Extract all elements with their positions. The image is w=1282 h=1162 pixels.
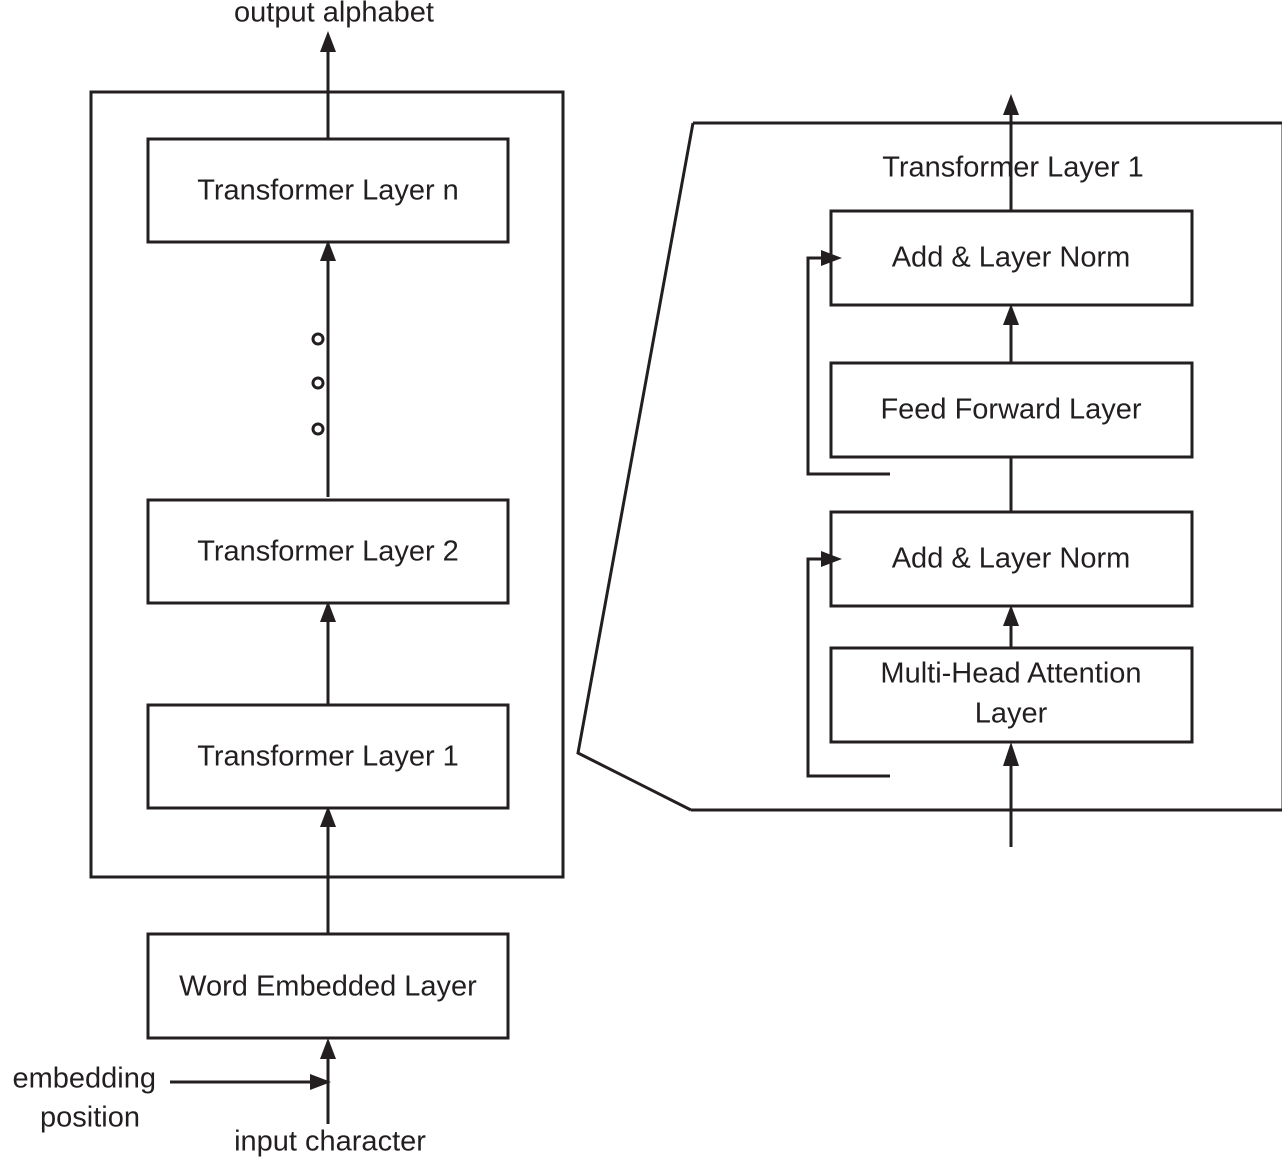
box-feed-forward-layer[interactable] — [829, 361, 1194, 459]
box-transformer-layer-2[interactable] — [146, 498, 510, 605]
arrow-head-dots-to-layer-n — [320, 240, 336, 261]
label-transformer-layer-2: Transformer Layer 2 — [197, 536, 459, 568]
transformer-layer-detail-container — [691, 121, 1282, 812]
arrow-head-residual-feed-forward — [821, 250, 842, 266]
arrow-head-residual-multi-head — [821, 551, 842, 567]
arrow-head-detail-output — [1003, 94, 1019, 115]
arrow-head-detail-input — [1003, 742, 1019, 766]
label-add-layer-norm-upper: Add & Layer Norm — [892, 242, 1131, 274]
ellipsis-dot-3 — [311, 422, 325, 436]
output-alphabet-label: output alphabet — [234, 0, 434, 29]
label-input-character: input character — [234, 1126, 426, 1158]
label-detail-panel-title: Transformer Layer 1 — [882, 152, 1144, 184]
label-transformer-layer-n: Transformer Layer n — [197, 175, 459, 207]
arrow-head-ff-to-addnorm — [1003, 304, 1019, 325]
box-add-layer-norm-lower[interactable] — [829, 510, 1194, 608]
arrow-head-l1-to-l2 — [320, 601, 336, 622]
arrow-head-mha-to-addnorm — [1003, 605, 1019, 626]
arrow-head-input-character — [320, 1038, 336, 1059]
arrow-head-position-embedding — [310, 1074, 331, 1090]
box-transformer-layer-1[interactable] — [146, 703, 510, 810]
box-transformer-layer-n[interactable] — [146, 137, 510, 244]
residual-skip-multi-head-attention — [806, 557, 890, 778]
label-feed-forward-layer: Feed Forward Layer — [880, 394, 1141, 426]
label-add-layer-norm-lower: Add & Layer Norm — [892, 543, 1131, 575]
ellipsis-dot-1 — [311, 332, 325, 346]
box-word-embedded-layer[interactable] — [146, 932, 510, 1040]
label-position-embedding-line1: embedding — [13, 1063, 157, 1095]
label-multi-head-attention-line2: Layer — [975, 698, 1048, 730]
label-transformer-layer-1: Transformer Layer 1 — [197, 741, 459, 773]
label-word-embedded-layer: Word Embedded Layer — [179, 971, 477, 1003]
label-position-embedding-line2: position — [40, 1102, 140, 1134]
ellipsis-dot-2 — [311, 376, 325, 390]
arrow-head-output — [320, 31, 336, 52]
label-multi-head-attention-line1: Multi-Head Attention — [880, 658, 1141, 690]
residual-skip-feed-forward — [806, 256, 890, 476]
box-multi-head-attention-layer[interactable] — [829, 646, 1194, 744]
callout-connector — [576, 122, 695, 812]
arrow-head-embed-to-l1 — [320, 806, 336, 827]
